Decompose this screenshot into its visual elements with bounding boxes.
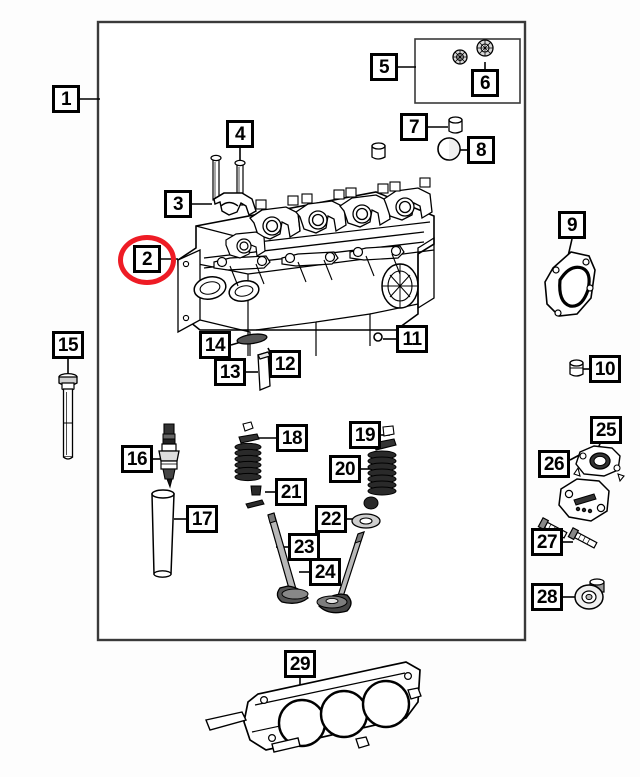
callout-15[interactable]: 15 [52, 331, 84, 359]
callout-label: 2 [141, 248, 153, 270]
callout-28[interactable]: 28 [531, 583, 563, 611]
callout-label: 26 [543, 453, 565, 475]
callout-label: 17 [191, 508, 213, 530]
part-thermostat-gasket [573, 445, 625, 483]
part-camshaft-bearing-cap [213, 192, 257, 217]
callout-1[interactable]: 1 [52, 85, 80, 113]
callout-13[interactable]: 13 [214, 358, 246, 386]
callout-label: 3 [172, 193, 184, 215]
callout-label: 25 [595, 419, 617, 441]
callout-6[interactable]: 6 [471, 69, 499, 97]
part-large-cup-plug [437, 137, 461, 161]
callout-20[interactable]: 20 [329, 455, 361, 483]
callout-19[interactable]: 19 [349, 421, 381, 449]
callout-2[interactable]: 2 [133, 245, 161, 273]
callout-label: 4 [234, 123, 246, 145]
callout-23[interactable]: 23 [288, 533, 320, 561]
callout-label: 27 [536, 531, 558, 553]
callout-label: 20 [334, 458, 356, 480]
callout-12[interactable]: 12 [269, 350, 301, 378]
callout-3[interactable]: 3 [164, 190, 192, 218]
callout-21[interactable]: 21 [275, 478, 307, 506]
part-small-cup-plug [448, 116, 463, 134]
callout-label: 16 [126, 448, 148, 470]
inset-frame [414, 38, 521, 104]
callout-label: 24 [314, 561, 336, 583]
part-plug-kit [452, 39, 494, 65]
callout-label: 19 [354, 424, 376, 446]
callout-label: 5 [378, 56, 390, 78]
callout-label: 28 [536, 586, 558, 608]
callout-label: 21 [280, 481, 302, 503]
callout-label: 10 [594, 358, 616, 380]
callout-26[interactable]: 26 [538, 450, 570, 478]
callout-label: 29 [289, 653, 311, 675]
callout-18[interactable]: 18 [276, 424, 308, 452]
callout-22[interactable]: 22 [315, 505, 347, 533]
part-cam-bearing-caps-installed [225, 177, 433, 259]
part-core-plug [569, 359, 584, 377]
callout-29[interactable]: 29 [284, 650, 316, 678]
callout-label: 14 [204, 334, 226, 356]
part-intake-valve-group [234, 421, 309, 604]
callout-label: 23 [293, 536, 315, 558]
part-exhaust-valve-group [316, 425, 397, 614]
callout-14[interactable]: 14 [199, 331, 231, 359]
callout-16[interactable]: 16 [121, 445, 153, 473]
part-small-cup-plug-2 [371, 142, 386, 160]
part-exhaust-manifold-gasket [544, 251, 596, 317]
callout-label: 15 [57, 334, 79, 356]
part-cylinder-head-bolt [58, 372, 78, 460]
callout-label: 6 [479, 72, 491, 94]
callout-label: 1 [60, 88, 72, 110]
part-thermostat-housing [558, 478, 610, 522]
part-dowel-pin [373, 332, 383, 342]
callout-9[interactable]: 9 [558, 211, 586, 239]
callout-10[interactable]: 10 [589, 355, 621, 383]
callout-24[interactable]: 24 [309, 558, 341, 586]
part-oil-gallery-plug [574, 578, 605, 610]
callout-label: 18 [281, 427, 303, 449]
callout-11[interactable]: 11 [396, 325, 428, 353]
callout-4[interactable]: 4 [226, 120, 254, 148]
callout-5[interactable]: 5 [370, 53, 398, 81]
part-head-seal [236, 333, 268, 345]
part-valve-lifter [257, 351, 271, 391]
callout-8[interactable]: 8 [467, 136, 495, 164]
callout-label: 13 [219, 361, 241, 383]
callout-label: 12 [274, 353, 296, 375]
callout-17[interactable]: 17 [186, 505, 218, 533]
callout-label: 11 [402, 328, 422, 350]
part-spark-plug [158, 423, 180, 489]
part-spark-plug-tube [151, 489, 175, 578]
part-cylinder-head-gasket [205, 661, 422, 753]
callout-label: 22 [320, 508, 342, 530]
highlight-ring-callout-2 [118, 235, 176, 285]
callout-27[interactable]: 27 [531, 528, 563, 556]
callout-label: 9 [566, 214, 578, 236]
callout-label: 8 [475, 139, 487, 161]
callout-25[interactable]: 25 [590, 416, 622, 444]
callout-label: 7 [408, 116, 420, 138]
callout-7[interactable]: 7 [400, 113, 428, 141]
part-cylinder-head [177, 191, 435, 356]
